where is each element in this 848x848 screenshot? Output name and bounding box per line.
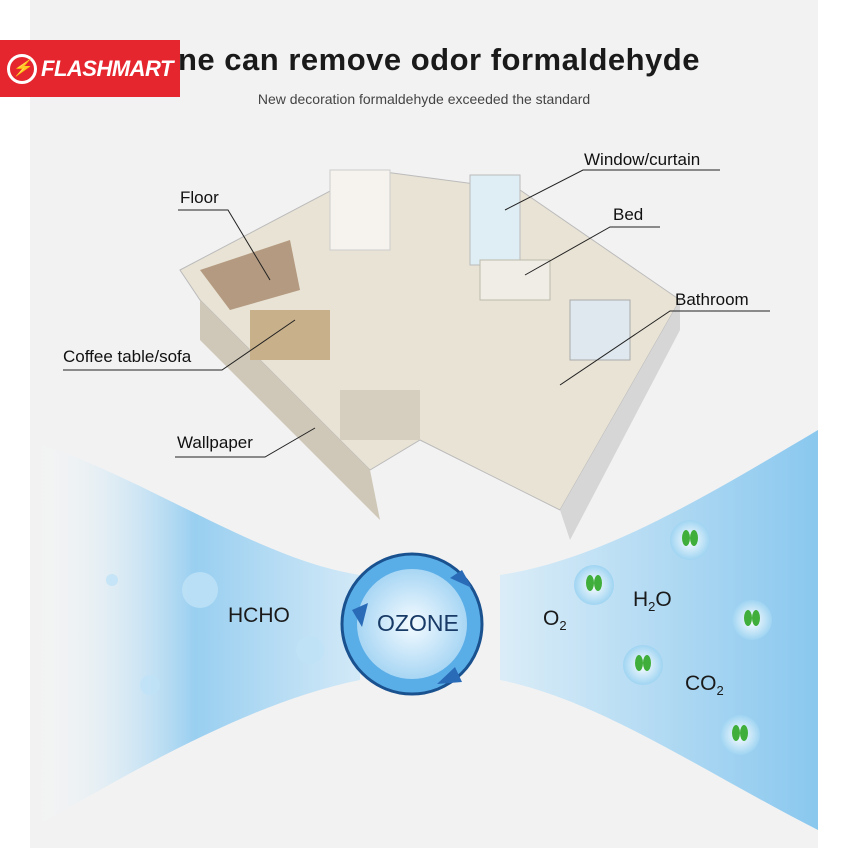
co2-label: CO2 — [685, 672, 724, 698]
lightning-icon: ⚡ — [7, 53, 38, 84]
o2-text: O — [543, 607, 560, 630]
h2o-label: H2O — [633, 588, 672, 614]
o2-sub: 2 — [559, 618, 567, 634]
page-title: ne can remove odor formaldehyde — [178, 42, 700, 77]
ozone-label: OZONE — [377, 610, 459, 636]
label-floor: Floor — [180, 188, 219, 207]
co2-text: CO — [685, 672, 717, 695]
house-illustration — [179, 169, 681, 540]
h2o-h: H — [633, 588, 649, 611]
brand-name: FLASHMART — [41, 55, 173, 81]
label-window-curtain: Window/curtain — [584, 150, 701, 169]
virus-shapes — [106, 572, 324, 695]
co2-sub: 2 — [716, 683, 724, 699]
label-bed: Bed — [613, 205, 644, 224]
leaf-bubbles — [574, 520, 772, 755]
h2o-sub: 2 — [648, 599, 656, 615]
label-coffee-table-sofa: Coffee table/sofa — [63, 347, 192, 366]
h2o-o: O — [655, 588, 672, 611]
hcho-label: HCHO — [228, 604, 290, 627]
o2-label: O2 — [543, 607, 567, 633]
label-bathroom: Bathroom — [675, 290, 749, 309]
label-wallpaper: Wallpaper — [177, 433, 253, 452]
flashmart-logo: ⚡FLASHMART — [0, 40, 180, 97]
left-wave — [30, 440, 360, 830]
subtitle: New decoration formaldehyde exceeded the… — [257, 91, 591, 107]
